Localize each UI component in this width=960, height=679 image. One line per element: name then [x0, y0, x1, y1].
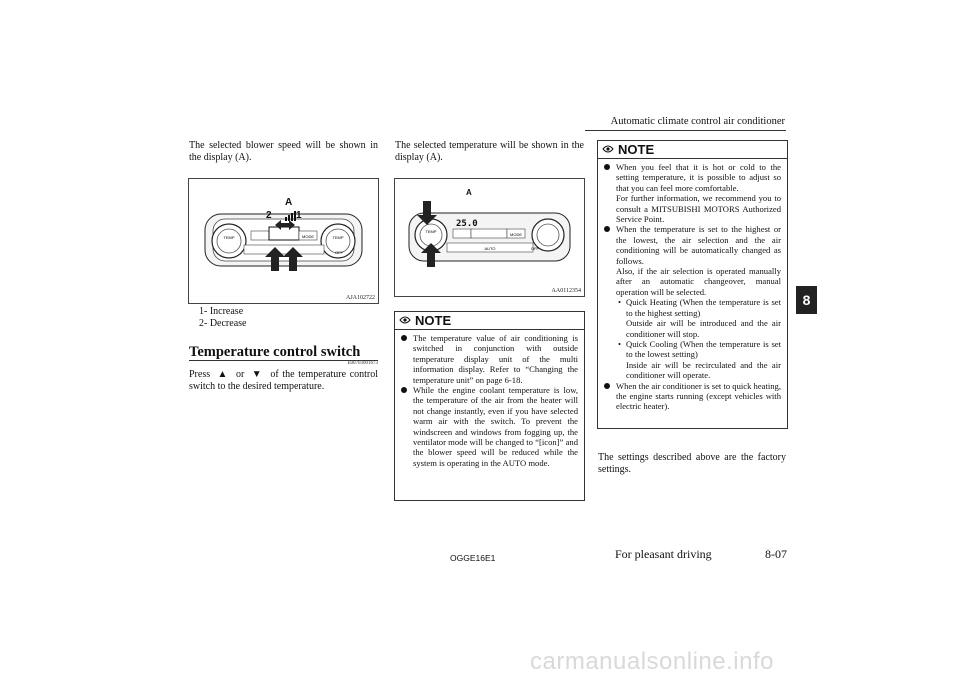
note-item: When the air conditioner is set to quick… — [604, 381, 781, 412]
note-item: The temperature value of air conditionin… — [401, 333, 578, 385]
footer-section: For pleasant driving — [615, 547, 712, 561]
note-item-text: The temperature value of air conditionin… — [413, 333, 578, 385]
note-icon — [399, 316, 411, 324]
note-item-text: When you feel that it is hot or cold to … — [616, 162, 781, 193]
sub-item-body: Inside air will be recirculated and the … — [626, 359, 781, 381]
svg-text:OFF: OFF — [335, 250, 344, 255]
note-item-text: When the temperature is set to the highe… — [616, 224, 781, 266]
note-box-settings: NOTE When you feel that it is hot or col… — [597, 140, 788, 429]
note-icon — [602, 145, 614, 153]
svg-text:MODE: MODE — [510, 232, 522, 237]
temperature-readout: 25.0 — [456, 219, 478, 229]
watermark: carmanualsonline.info — [530, 648, 774, 675]
figure-label-a: A — [466, 188, 472, 197]
note-item-text: Also, if the air selection is operated m… — [616, 266, 781, 297]
figure-label-a: A — [285, 197, 293, 208]
figure-label-2: 2 — [266, 210, 272, 221]
blower-intro: The selected blower speed will be shown … — [189, 140, 378, 164]
sub-item: • Quick Heating (When the temperature is… — [616, 297, 781, 339]
bullet-icon — [401, 335, 407, 341]
sub-item-body: Outside air will be introduced and the a… — [626, 318, 781, 339]
note-item: When you feel that it is hot or cold to … — [604, 162, 781, 224]
temp-intro: The selected temperature will be shown i… — [395, 140, 584, 164]
note-label: NOTE — [618, 142, 655, 157]
press-word: Press — [189, 369, 211, 380]
document-code: OGGE16E1 — [450, 553, 496, 563]
figure-code: AA0112354 — [551, 288, 581, 294]
bullet-icon — [604, 164, 610, 170]
svg-text:MODE: MODE — [302, 234, 314, 239]
note-item: When the temperature is set to the highe… — [604, 224, 781, 380]
note-item: While the engine coolant temperature is … — [401, 385, 578, 468]
triangle-down-icon: ▼ — [251, 369, 263, 380]
press-rest: of the temperature control switch to the… — [189, 369, 379, 393]
figure-label-1: 1 — [296, 210, 302, 221]
page-number: 8-07 — [765, 547, 787, 561]
temperature-figure: TEMP MODE AUTO OFF A 25.0 AA0112354 — [394, 178, 585, 297]
control-panel-illustration: TEMP TEMP MODE OFF — [204, 211, 363, 271]
note-box-temperature: NOTE The temperature value of air condit… — [394, 311, 585, 501]
figure-code: AJA102722 — [345, 295, 375, 301]
triangle-up-icon: ▲ — [217, 369, 229, 380]
svg-text:TEMP: TEMP — [332, 235, 343, 240]
note-item-text: For further information, we recommend yo… — [616, 193, 781, 225]
svg-text:TEMP: TEMP — [425, 229, 436, 234]
sub-item-title: Quick Cooling (When the temperature is s… — [626, 338, 781, 360]
note-header: NOTE — [598, 141, 787, 159]
svg-text:TEMP: TEMP — [223, 235, 234, 240]
chapter-tab[interactable]: 8 — [796, 286, 817, 314]
closing-text: The settings described above are the fac… — [598, 452, 786, 476]
note-header: NOTE — [395, 312, 584, 330]
press-instruction: Press ▲ or ▼ of the temperature control … — [189, 369, 378, 393]
temperature-panel-illustration: TEMP MODE AUTO OFF — [408, 201, 571, 267]
bullet-icon — [604, 226, 610, 233]
sub-item: • Quick Cooling (When the temperature is… — [616, 339, 781, 381]
svg-text:AUTO: AUTO — [484, 246, 495, 251]
section-title: Temperature control switch — [189, 344, 361, 360]
bullet-icon — [401, 387, 407, 394]
section-code: E00703001673 — [347, 361, 378, 366]
section-rule — [189, 360, 378, 361]
note-body: When you feel that it is hot or cold to … — [598, 159, 787, 416]
note-item-text: When the air conditioner is set to quick… — [616, 380, 781, 412]
bullet-icon — [604, 382, 610, 389]
header-rule — [585, 130, 786, 131]
running-header: Automatic climate control air conditione… — [610, 116, 785, 127]
blower-figure: TEMP TEMP MODE OFF A 2 1 AJA102722 — [188, 178, 379, 304]
note-label: NOTE — [415, 313, 452, 328]
sub-bullet-icon: • — [618, 297, 622, 308]
sub-item-title: Quick Heating (When the temperature is s… — [626, 297, 781, 318]
note-item-text: While the engine coolant temperature is … — [413, 385, 578, 468]
note-body: The temperature value of air conditionin… — [395, 330, 584, 472]
svg-text:OFF: OFF — [531, 246, 540, 251]
list-item-increase: 1- Increase — [199, 306, 244, 317]
or-word: or — [236, 369, 245, 380]
list-item-decrease: 2- Decrease — [199, 318, 247, 329]
sub-bullet-icon: • — [618, 338, 622, 349]
